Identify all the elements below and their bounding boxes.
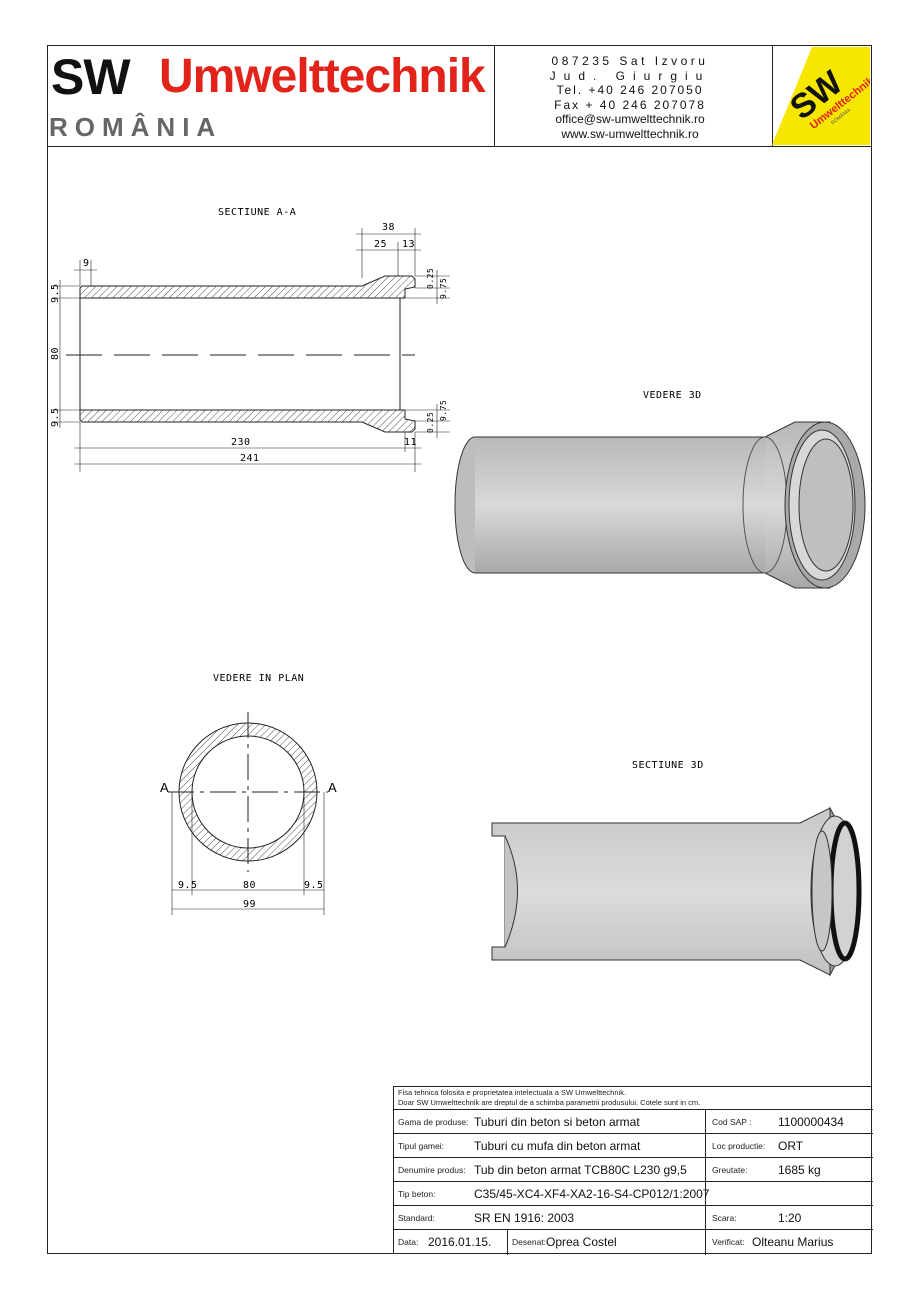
note-line: Fisa tehnica folosita e proprietatea int… [398,1088,627,1097]
pipe-section-3d [491,806,862,977]
header-divider [772,45,773,147]
denumire-value: Tub din beton armat TCB80C L230 g9,5 [474,1163,687,1177]
tip-gamei-value: Tuburi cu mufa din beton armat [474,1139,641,1153]
section-marker-left: A [160,780,169,795]
cod-value: 1100000434 [778,1115,844,1129]
dim-11: 11 [404,437,417,448]
dim-0-25-top: 0.25 [426,268,435,289]
email-link[interactable]: office@sw-umwelttechnik.ro [555,112,705,126]
tip-gamei-label: Tipul gamei: [398,1141,444,1151]
tip-beton-label: Tip beton: [398,1189,436,1199]
scara-label: Scara: [712,1213,737,1223]
standard-value: SR EN 1916: 2003 [474,1211,575,1225]
header-divider [494,45,495,147]
brand-country: ROMÂNIA [49,112,223,142]
dim-9-5-top: 9.5 [50,283,61,303]
dim-0-25-bottom: 0.25 [426,412,435,433]
website-link[interactable]: www.sw-umwelttechnik.ro [561,126,699,141]
dim-9-5-bottom: 9.5 [50,407,61,427]
dim-230: 230 [231,437,251,448]
scara-value: 1:20 [778,1211,802,1225]
title-block: Fisa tehnica folosita e proprietatea int… [393,1086,873,1255]
plan-dim-80: 80 [243,880,256,891]
gama-value: Tuburi din beton si beton armat [474,1115,640,1129]
verificat-value: Olteanu Marius [752,1235,834,1249]
dim-9-75-top: 9.75 [439,278,448,299]
dim-9: 9 [83,258,90,269]
header [47,45,872,147]
sheet-frame [47,45,872,1254]
greutate-label: Greutate: [712,1165,748,1175]
dim-13: 13 [402,239,415,250]
greutate-value: 1685 kg [778,1163,821,1177]
brand-name: Umwelttechnik [159,50,486,103]
data-value: 2016.01.15. [428,1235,492,1249]
section-marker-right: A [328,780,337,795]
view-3d-title: VEDERE 3D [643,390,702,401]
cod-label: Cod SAP : [712,1117,752,1127]
pipe-3d-view [454,421,866,589]
standard-label: Standard: [398,1213,435,1223]
verificat-label: Verificat: [712,1237,745,1247]
gama-label: Gama de produse: [398,1117,469,1127]
dim-241: 241 [240,453,260,464]
plan-dim-99: 99 [243,899,256,910]
company-address: 087235 Sat Izvoru Jud. Giurgiu Tel. +40 … [500,54,760,141]
address-line: 087235 Sat Izvoru [551,54,709,68]
plan-view-drawing [168,712,328,915]
desenat-label: Desenat: [512,1237,547,1247]
plan-title: VEDERE IN PLAN [213,673,304,684]
note-line: Doar SW Umwelttechnik are dreptul de a s… [398,1097,701,1107]
ownership-note: Fisa tehnica folosita e proprietatea int… [398,1088,700,1107]
desenat-value: Oprea Costel [546,1235,617,1249]
dim-9-75-bottom: 9.75 [439,400,448,421]
address-line: Jud. Giurgiu [549,68,711,83]
address-line: Fax + 40 246 207078 [554,97,706,112]
loc-value: ORT [778,1139,804,1153]
section-aa-title: SECTIUNE A-A [218,207,296,218]
plan-dim-9-5-right: 9.5 [304,880,324,891]
denumire-label: Denumire produs: [398,1165,466,1175]
section-3d-title: SECTIUNE 3D [632,760,704,771]
dim-38: 38 [382,222,395,233]
section-aa-drawing [52,228,450,472]
dim-25: 25 [374,239,387,250]
data-label: Data: [398,1237,419,1247]
dim-80: 80 [50,347,61,360]
plan-dim-9-5-left: 9.5 [178,880,198,891]
address-line: Tel. +40 246 207050 [556,83,704,97]
loc-label: Loc productie: [712,1141,766,1151]
brand-sw: SW [51,49,131,105]
company-logo: SW Umwelttechnik ROMÂNIA [772,47,870,145]
tip-beton-value: C35/45-XC4-XF4-XA2-16-S4-CP012/1:2007 [474,1187,710,1201]
